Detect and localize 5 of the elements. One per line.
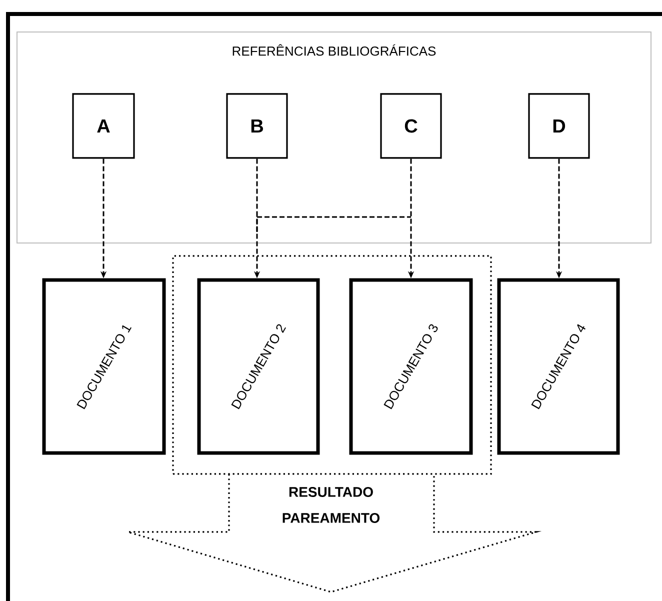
letter-box: A [72,93,135,159]
letter-box: D [528,93,590,159]
letter-box: B [226,93,288,159]
letter-box: C [380,93,442,159]
dotted-frame [172,255,492,475]
